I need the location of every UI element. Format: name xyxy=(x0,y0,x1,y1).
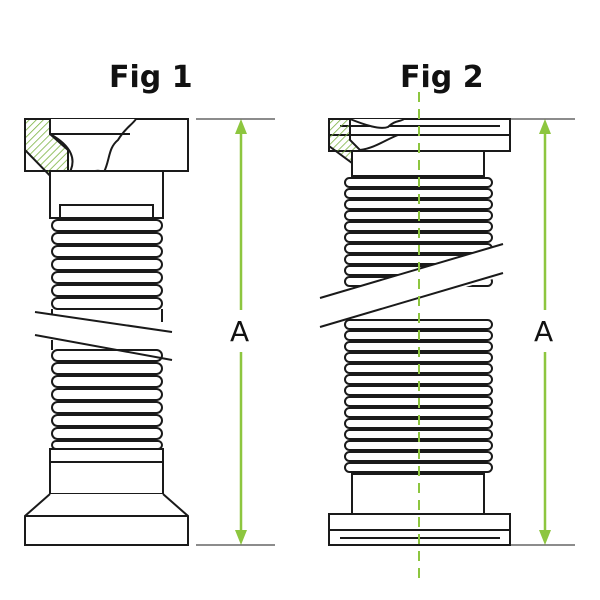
fig1-arrow-top xyxy=(235,119,247,134)
fig1-break-lines xyxy=(34,311,173,362)
fig1-lower-convolutions xyxy=(51,340,163,450)
fig2-arrow-top xyxy=(539,119,551,134)
fig1-dimension-label: A xyxy=(230,315,250,348)
fig1-upper-convolutions xyxy=(51,219,163,322)
fig2-break-lines xyxy=(319,243,504,330)
fig1-bottom-flange xyxy=(24,448,189,546)
fig2-title: Fig 2 xyxy=(400,60,484,95)
fig2-dimension-label: A xyxy=(534,315,554,348)
fig1-top-flange xyxy=(24,118,189,219)
fig1-title: Fig 1 xyxy=(109,60,193,95)
fig1-arrow-bottom xyxy=(235,530,247,545)
fig2-dimension xyxy=(510,118,575,546)
fig1-bellows xyxy=(24,118,189,546)
fig2-arrow-bottom xyxy=(539,530,551,545)
fig1-dimension xyxy=(196,118,275,546)
fig2-bellows xyxy=(319,92,511,580)
